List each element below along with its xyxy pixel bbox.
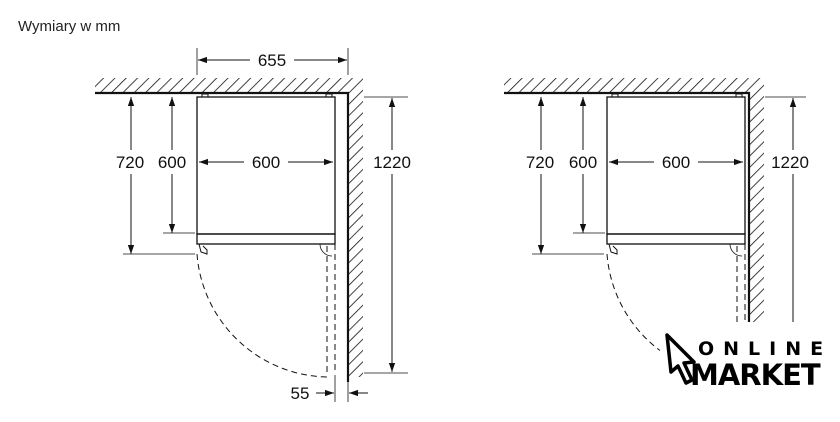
wall-side-hatch [348,93,363,377]
dim-door-open-depth: 1220 [373,153,411,172]
wall-top-hatch [95,78,363,93]
fridge-door [606,233,746,245]
door-handle [198,243,208,255]
right-diagram [504,78,806,378]
foot [325,93,333,98]
dim-depth-total: 720 [116,153,144,172]
dim-door-open-depth: 1220 [771,153,809,172]
dim-width-total: 655 [258,51,286,70]
wall-line [95,91,350,382]
dim-depth-total: 720 [526,153,554,172]
foot [735,93,743,98]
dim-width-body: 600 [252,153,280,172]
logo-line2: MARKET [690,358,821,392]
online-market-logo: ONLINE MARKET [660,322,840,398]
dim-depth-body: 600 [569,153,597,172]
door-swing-arc [196,253,331,378]
dim-depth-body: 600 [158,153,186,172]
right-dimension-labels: 720 600 600 1220 [522,150,816,174]
cursor-icon [665,333,696,385]
left-dimension-labels: 720 600 600 655 1220 55 [112,48,416,403]
dim-side-gap: 55 [291,384,310,403]
wall-top-hatch [504,78,764,93]
fridge-door [196,233,336,245]
diagram-title: Wymiary w mm [18,18,121,35]
wall-line [504,91,751,322]
left-diagram [95,48,408,402]
logo-line1: ONLINE [698,338,832,360]
foot [201,93,209,98]
door-handle [608,243,618,255]
foot [611,93,619,98]
wall-side-hatch [749,93,764,323]
dim-width-body: 600 [662,153,690,172]
